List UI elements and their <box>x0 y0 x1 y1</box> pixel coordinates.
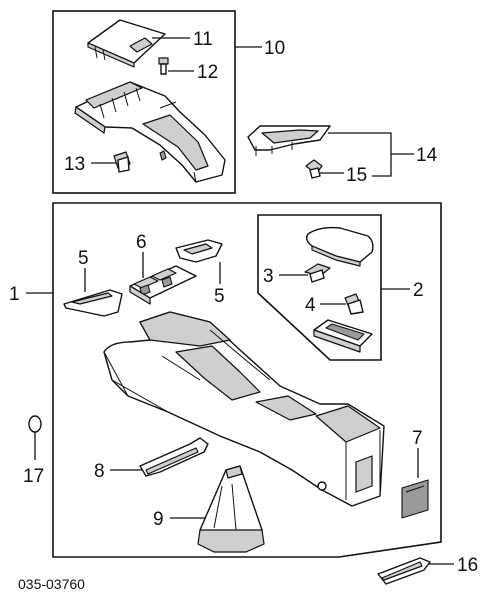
part-15-clip <box>305 159 323 179</box>
part-12-screw <box>158 57 169 75</box>
part-14-trim <box>247 125 331 156</box>
callout-5b: 5 <box>214 286 225 307</box>
callout-5a: 5 <box>78 248 89 269</box>
part-17-clip <box>28 415 42 460</box>
part-1-console-body <box>103 311 385 507</box>
group-10-frame <box>52 10 236 194</box>
callout-11: 11 <box>193 29 213 50</box>
part-8-bracket <box>139 437 209 477</box>
part-9-shift-boot <box>197 465 265 553</box>
callout-16: 16 <box>457 555 478 576</box>
diagram-code: 035-03760 <box>18 576 85 592</box>
callout-3: 3 <box>263 266 274 287</box>
part-10-upper-panel <box>74 81 226 183</box>
part-11-lid <box>87 19 166 68</box>
part-16-trim-strip <box>377 557 431 585</box>
part-7-panel <box>401 479 429 519</box>
part-4-hinge <box>344 293 364 315</box>
callout-9: 9 <box>153 509 164 530</box>
callout-10: 10 <box>264 38 285 59</box>
part-13-clip <box>113 151 131 173</box>
callout-12: 12 <box>197 62 218 83</box>
callout-14: 14 <box>416 145 438 166</box>
leader-14 <box>328 132 414 177</box>
part-6-switch-panel <box>129 265 197 305</box>
group-1-frame <box>52 202 442 558</box>
callout-1: 1 <box>9 284 20 305</box>
callout-7: 7 <box>412 428 423 449</box>
part-5-right-trim <box>175 239 223 263</box>
part-2-tray <box>313 319 373 353</box>
callout-13: 13 <box>64 154 85 175</box>
callout-4: 4 <box>305 295 316 316</box>
group-10-box: 10 <box>52 10 285 194</box>
callout-6: 6 <box>136 232 147 253</box>
callout-8: 8 <box>94 461 105 482</box>
part-3-latch <box>304 263 331 283</box>
callout-2: 2 <box>413 280 424 301</box>
part-2-armrest-lid <box>305 226 374 267</box>
callout-15: 15 <box>346 165 367 186</box>
part-5-left-trim <box>63 289 123 317</box>
group-2-frame <box>257 214 382 361</box>
callout-17: 17 <box>23 466 44 487</box>
